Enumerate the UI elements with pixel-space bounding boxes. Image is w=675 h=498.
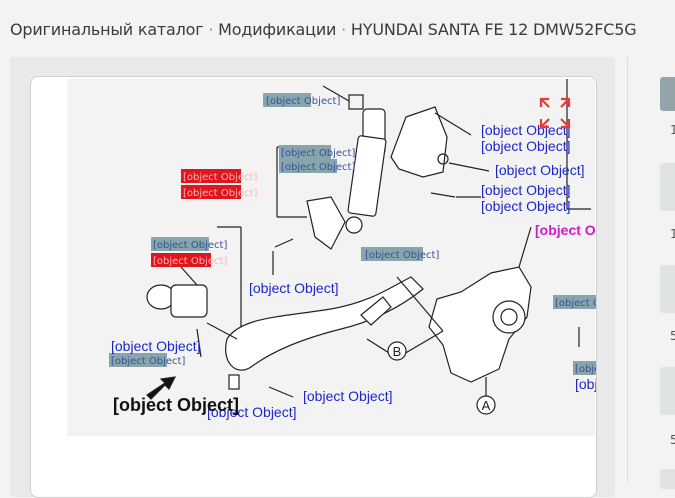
label-55381: [object Object]: [481, 122, 571, 138]
svg-text:A: A: [482, 398, 491, 413]
hotspot-55270-selected[interactable]: [object Object]: [181, 169, 257, 183]
bushing-body: [170, 284, 208, 318]
svg-text:[object Object]: [object Object]: [183, 172, 257, 183]
column-divider: [627, 57, 628, 482]
callout-b[interactable]: B: [387, 341, 407, 361]
svg-text:[object Object]: [object Object]: [183, 188, 257, 199]
spring-seat: [306, 196, 346, 250]
shock-body: [347, 135, 387, 217]
nut-1339cc: [228, 374, 240, 390]
bolt-92193b: [268, 386, 294, 398]
hub-center: [500, 308, 518, 326]
shock-mount: [345, 216, 363, 234]
trailing-arm: [225, 276, 424, 371]
label-ref[interactable]: [object Object]: [535, 222, 596, 238]
svg-text:[object Object]: [object Object]: [281, 162, 355, 173]
svg-text:[object Object]: [object Object]: [153, 240, 227, 251]
label-55145b: [object Object]: [111, 338, 201, 354]
svg-text:[object Object]: [object Object]: [281, 148, 355, 159]
hotspot-55145[interactable]: [object Object]: [109, 353, 185, 367]
leader-1022aa: [448, 162, 490, 172]
label-55395a: [object Object]: [481, 198, 571, 214]
label-562: [object Object]: [575, 376, 596, 392]
breadcrumb-separator: ·: [208, 20, 214, 39]
frame-line: [566, 79, 591, 210]
diagram-card: B A [object Object] [object Object] [obj…: [30, 76, 597, 498]
hotspot-55270[interactable]: [object Object]: [279, 145, 355, 159]
bolt-21838b: [430, 192, 456, 198]
upper-bracket: [390, 106, 448, 178]
svg-text:B: B: [393, 344, 402, 359]
breadcrumb-item-catalog[interactable]: Оригинальный каталог: [10, 20, 204, 39]
label-92193b: [object Object]: [303, 388, 393, 404]
label-21838b: [object Object]: [481, 182, 571, 198]
svg-text:[object Object]: [object Object]: [365, 250, 439, 261]
leader-55145: [180, 266, 198, 286]
leader-ref: [518, 226, 532, 268]
hotspot-55270-left[interactable]: [object Object]: [151, 237, 227, 251]
bolt-1130dn: [274, 238, 294, 248]
hotspot-562[interactable]: [object Object]: [573, 361, 596, 375]
label-1339cc: [object Object]: [207, 404, 297, 420]
hotspot-55270b-selected[interactable]: [object Object]: [181, 185, 257, 199]
parts-list-item-number: 1: [670, 227, 675, 241]
hotspot-55275b-selected[interactable]: [object Object]: [151, 253, 227, 267]
callout-a[interactable]: A: [476, 395, 496, 415]
svg-text:[object Object]: [object Object]: [555, 298, 596, 309]
breadcrumb-item-modifications[interactable]: Модификации: [218, 20, 337, 39]
svg-text:[object Object]: [object Object]: [111, 356, 185, 367]
svg-text:[object Object]: [object Object]: [153, 256, 227, 267]
parts-list-row[interactable]: [660, 469, 675, 489]
label-55381c: [object Object]: [481, 138, 571, 154]
expand-icon[interactable]: [539, 97, 571, 129]
hotspot-55115[interactable]: [object Object]: [553, 295, 596, 309]
hotspot-55302[interactable]: [object Object]: [263, 93, 340, 107]
label-1130dn: [object Object]: [249, 280, 339, 296]
arm-rib: [360, 296, 392, 326]
breadcrumb: Оригинальный каталог · Модификации · HYU…: [10, 20, 637, 39]
svg-text:[object Object]: [object Object]: [266, 96, 340, 107]
leader-b-top: [396, 276, 444, 332]
bolt-55145b: [196, 328, 202, 358]
breadcrumb-separator: ·: [341, 20, 347, 39]
parts-list-row[interactable]: [660, 163, 675, 211]
knuckle: [428, 266, 532, 383]
hotspot-55270b[interactable]: [object Object]: [279, 159, 355, 173]
bracket-bolt: [437, 153, 449, 165]
label-fr: [object Object]: [113, 395, 239, 415]
hotspot-55160[interactable]: [object Object]: [361, 247, 439, 261]
parts-list-item-number: 1: [670, 123, 675, 137]
leader-55381: [434, 112, 472, 136]
parts-list-header[interactable]: [660, 77, 675, 111]
parts-list-panel: 1 1 5 5: [636, 57, 675, 489]
front-arrow-icon: [146, 376, 177, 400]
hub: [492, 300, 526, 334]
label-1022aa: [object Object]: [495, 162, 585, 178]
bushing-link: [206, 322, 238, 340]
parts-diagram: B A [object Object] [object Object] [obj…: [109, 79, 596, 420]
svg-text:[object Object]: [object Object]: [575, 364, 596, 375]
parts-list-row[interactable]: [660, 265, 675, 313]
shock-rod: [322, 85, 350, 102]
parts-list-item-number: 5: [670, 433, 675, 447]
parts-list-row[interactable]: [660, 367, 675, 415]
shock-nut: [348, 94, 364, 110]
breadcrumb-item-model: HYUNDAI SANTA FE 12 DMW52FC5G: [350, 20, 637, 39]
parts-list-item-number: 5: [670, 329, 675, 343]
